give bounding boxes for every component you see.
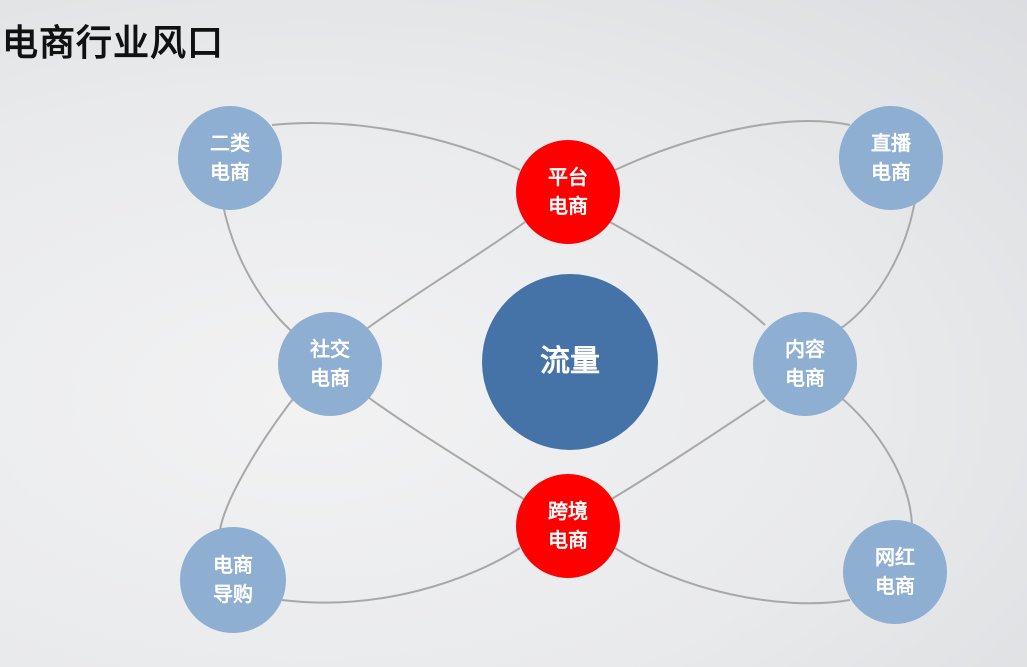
link-kuajing-wanghong — [614, 547, 851, 605]
node-label-line2: 电商 — [210, 160, 250, 184]
node-label-line1: 二类 — [210, 131, 250, 155]
node-label-line2: 导购 — [213, 582, 253, 606]
node-wanghong-dianshang: 网红 电商 — [843, 520, 947, 624]
node-erlei-dianshang: 二类 电商 — [178, 106, 282, 210]
node-kuajing-dianshang: 跨境 电商 — [516, 474, 620, 578]
node-zhibo-dianshang: 直播 电商 — [839, 106, 943, 210]
node-label-line1: 内容 — [785, 337, 825, 361]
node-label-line1: 网红 — [875, 545, 915, 569]
node-shejiao-dianshang: 社交 电商 — [278, 312, 382, 416]
node-label-line1: 跨境 — [548, 499, 588, 523]
link-pingtai-zhibo — [614, 120, 851, 171]
link-neirong-kuajing — [609, 399, 766, 501]
link-shejiao-kuajing — [364, 394, 526, 501]
node-dianshang-daogou: 电商 导购 — [180, 527, 286, 633]
node-label-line2: 电商 — [548, 528, 588, 552]
node-label-line2: 电商 — [548, 194, 588, 218]
node-label-line1: 直播 — [871, 131, 911, 155]
link-zhibo-neirong — [837, 199, 916, 331]
node-label-line2: 电商 — [310, 366, 350, 390]
page-title: 电商行业风口 — [2, 23, 225, 64]
node-label-line1: 电商 — [213, 553, 253, 577]
node-label-line1: 平台 — [548, 165, 588, 189]
node-pingtai-dianshang: 平台 电商 — [516, 140, 620, 244]
link-shejiao-daogou — [219, 389, 301, 531]
link-shejiao-pingtai — [364, 221, 526, 331]
node-label-line2: 电商 — [875, 574, 915, 598]
link-daogou-kuajing — [281, 547, 521, 604]
link-ershou-shejiao — [221, 199, 301, 339]
link-neirong-wanghong — [837, 394, 913, 526]
node-label-line2: 电商 — [871, 160, 911, 184]
center-node-liuliang: 流量 — [482, 274, 658, 450]
node-neirong-dianshang: 内容 电商 — [753, 312, 857, 416]
center-node-label: 流量 — [540, 344, 600, 380]
node-label-line1: 社交 — [310, 337, 350, 361]
node-label-line2: 电商 — [785, 366, 825, 390]
link-ershou-pingtai — [271, 122, 521, 171]
link-pingtai-neirong — [609, 221, 766, 326]
